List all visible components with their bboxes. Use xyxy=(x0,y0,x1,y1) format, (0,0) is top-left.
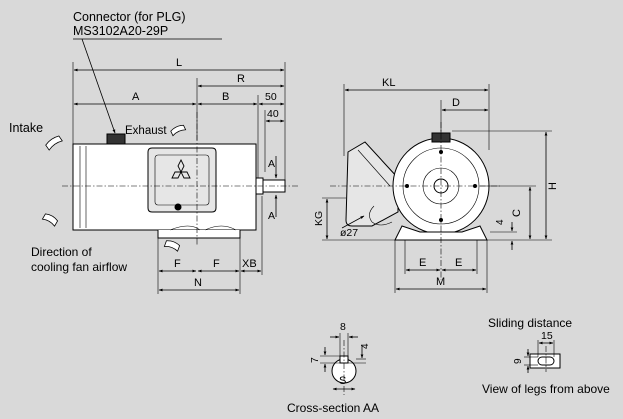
dim-D-label: D xyxy=(452,97,460,109)
airflow-label-line1: Direction of xyxy=(31,245,92,259)
cross-section-aa: 8 4 7 S Cross-section AA xyxy=(287,321,379,415)
foot-web xyxy=(169,225,237,231)
dim-C-label: C xyxy=(511,209,523,217)
section-a-bottom-label: A xyxy=(268,210,275,222)
dim-section-4-label: 4 xyxy=(360,343,371,349)
dim-M-label: M xyxy=(436,276,445,288)
cross-section-label: Cross-section AA xyxy=(287,401,379,415)
terminal-box-edge xyxy=(357,149,391,187)
connector-label-line1: Connector (for PLG) xyxy=(73,10,186,24)
connector-leader xyxy=(81,38,116,134)
dim-R-label: R xyxy=(237,73,245,85)
dim-A-label: A xyxy=(132,91,140,103)
sliding-distance-label: Sliding distance xyxy=(488,316,572,330)
airflow-arrow-icon xyxy=(41,213,59,227)
dim-9-label: 9 xyxy=(513,358,524,364)
phi27-leader xyxy=(341,215,365,229)
dim-KL-label: KL xyxy=(382,77,395,89)
dim-50-label: 50 xyxy=(265,91,277,103)
dim-4-label: 4 xyxy=(495,219,506,225)
section-a-top-label: A xyxy=(268,158,275,170)
terminal-box-front xyxy=(345,141,399,227)
dim-7-label: 7 xyxy=(309,357,321,363)
dim-F-right-label: F xyxy=(213,258,220,270)
dim-H-label: H xyxy=(547,182,559,190)
dim-L-label: L xyxy=(176,57,182,69)
airflow-arrow-icon xyxy=(45,135,63,151)
front-view: KL D H C 4 xyxy=(313,77,559,293)
dim-F-left-label: F xyxy=(174,258,181,270)
dim-phi27-label: ø27 xyxy=(340,227,358,239)
dim-XB-label: XB xyxy=(242,258,257,270)
airflow-arrow-icon xyxy=(163,240,181,252)
side-view: Connector (for PLG) MS3102A20-29P L R A … xyxy=(9,10,300,294)
dim-KG-label: KG xyxy=(313,211,325,226)
terminal-box-screw xyxy=(174,203,182,211)
plg-connector xyxy=(106,133,126,145)
exhaust-label: Exhaust xyxy=(125,125,167,137)
airflow-label-line2: cooling fan airflow xyxy=(31,260,127,274)
bolt-hole xyxy=(473,184,477,188)
dim-15-label: 15 xyxy=(541,330,553,342)
terminal-box-cable xyxy=(369,205,393,226)
dim-N-label: N xyxy=(194,277,202,289)
terminal-box-panel xyxy=(154,154,210,206)
dim-E-left-label: E xyxy=(419,257,426,269)
dim-S-label: S xyxy=(339,375,346,387)
dim-40-label: 40 xyxy=(267,108,279,120)
dim-8-label: 8 xyxy=(340,321,346,333)
bolt-hole xyxy=(439,150,443,154)
mitsubishi-logo-icon xyxy=(171,158,191,179)
sliding-distance-detail: Sliding distance 15 9 View of legs from … xyxy=(482,316,610,396)
view-of-legs-label: View of legs from above xyxy=(482,382,610,396)
terminal-box xyxy=(147,147,217,213)
connector-label-line2: MS3102A20-29P xyxy=(73,24,168,38)
dim-B-label: B xyxy=(222,91,229,103)
motor-feet xyxy=(157,230,241,239)
airflow-arrow-icon xyxy=(170,124,187,137)
intake-label: Intake xyxy=(9,121,43,135)
dim-E-right-label: E xyxy=(455,257,462,269)
